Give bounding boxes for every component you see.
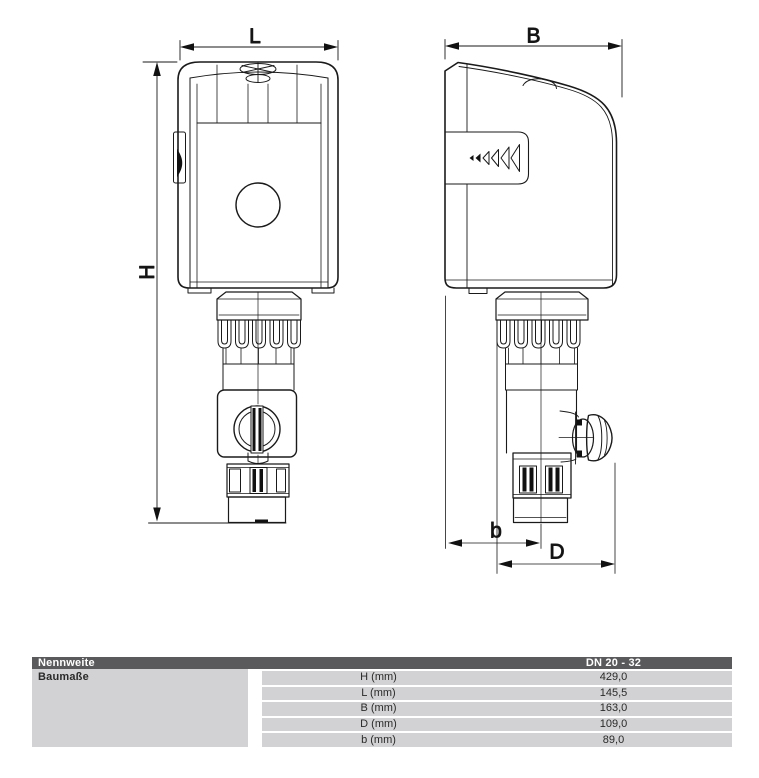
row-label: b (mm) [361,733,396,746]
claw-ring [217,319,301,349]
dimension-lines: L H B b D [136,24,623,574]
side-clip [173,131,186,184]
table-row: D (mm) 109,0 [262,715,732,732]
dimensions-table: Nennweite DN 20 - 32 Baumaße H (mm) 429,… [32,657,732,747]
table-header-nennweite: Nennweite [38,656,95,669]
row-value: 109,0 [599,718,628,731]
battery-cover [444,131,530,185]
table-row: L (mm) 145,5 [262,684,732,701]
row-value: 429,0 [599,671,628,684]
claw-ring-side [496,319,581,349]
dim-label-L: L [249,25,261,48]
grip-chevrons-icon [469,144,520,172]
table-header-row: Nennweite DN 20 - 32 [32,657,732,669]
technical-drawing: L H B b D [136,24,623,574]
side-view [444,61,618,524]
dim-label-D: D [549,541,564,564]
table-row: H (mm) 429,0 [262,669,732,685]
top-button [522,78,557,89]
dim-label-b: b [490,520,502,543]
front-dial-window [235,182,281,228]
dim-label-H: H [136,264,159,279]
table-row: B (mm) 163,0 [262,700,732,716]
row-label: L (mm) [361,686,396,699]
row-value: 145,5 [599,686,628,699]
table-row: b (mm) 89,0 [262,731,732,747]
front-view [173,61,339,524]
table-header-dn-value: DN 20 - 32 [585,656,642,669]
row-value: 163,0 [599,702,628,715]
drain-knob [558,410,613,465]
dim-label-B: B [526,25,540,48]
row-label: H (mm) [360,671,397,684]
row-value: 89,0 [602,733,625,746]
row-label: D (mm) [360,718,397,731]
row-label: B (mm) [360,702,397,715]
adjustment-dial [233,405,281,464]
vent-cap-icon [239,62,277,83]
table-group-label: Baumaße [32,669,248,747]
table-subrows: H (mm) 429,0 L (mm) 145,5 B (mm) 163,0 D… [262,669,732,747]
